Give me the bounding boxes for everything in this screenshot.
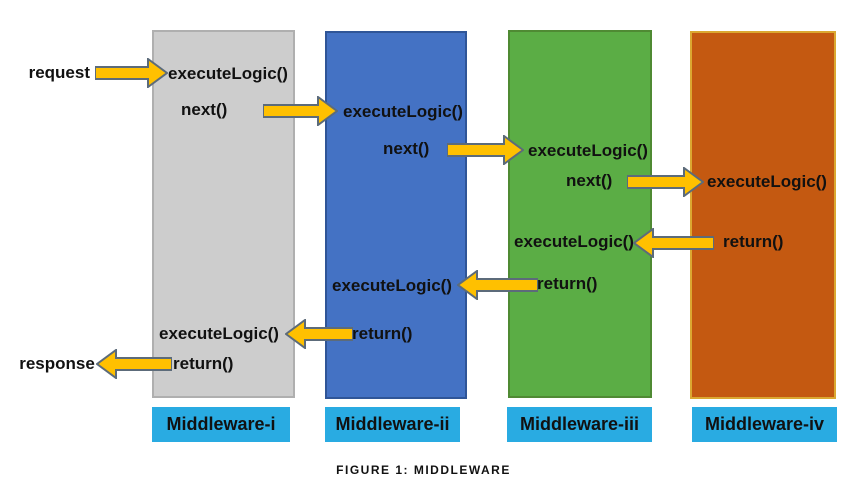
- figure-caption: FIGURE 1: MIDDLEWARE: [336, 463, 511, 477]
- middleware-4-box: [690, 31, 836, 399]
- mw1-next: next(): [181, 100, 228, 119]
- response-arrow-icon: [96, 349, 172, 379]
- mw3-return: return(): [537, 274, 598, 293]
- mw1-execute-logic-out: executeLogic(): [159, 324, 279, 343]
- mw1-execute-logic-in: executeLogic(): [168, 64, 288, 83]
- middleware-2-tag: Middleware-ii: [325, 407, 460, 442]
- mw3-execute-logic-out: executeLogic(): [514, 232, 634, 251]
- mw2-next: next(): [383, 139, 430, 158]
- middleware-1-box: [152, 30, 295, 398]
- response-label: response: [19, 354, 95, 373]
- return-arrow-4-to-3-icon: [633, 228, 714, 258]
- request-arrow-icon: [95, 58, 168, 88]
- mw4-execute-logic: executeLogic(): [707, 172, 827, 191]
- mw1-return: return(): [173, 354, 234, 373]
- return-arrow-2-to-1-icon: [285, 319, 353, 349]
- middleware-4-tag: Middleware-iv: [692, 407, 837, 442]
- middleware-3-tag: Middleware-iii: [507, 407, 652, 442]
- middleware-1-tag: Middleware-i: [152, 407, 290, 442]
- mw3-execute-logic-in: executeLogic(): [528, 141, 648, 160]
- mw2-execute-logic-in: executeLogic(): [343, 102, 463, 121]
- mw4-return: return(): [723, 232, 784, 251]
- mw2-return: return(): [352, 324, 413, 343]
- middleware-3-box: [508, 30, 652, 398]
- request-label: request: [28, 63, 90, 82]
- next-arrow-1-to-2-icon: [263, 96, 338, 126]
- next-arrow-3-to-4-icon: [627, 167, 704, 197]
- mw2-execute-logic-out: executeLogic(): [332, 276, 452, 295]
- mw3-next: next(): [566, 171, 613, 190]
- return-arrow-3-to-2-icon: [457, 270, 538, 300]
- next-arrow-2-to-3-icon: [447, 135, 524, 165]
